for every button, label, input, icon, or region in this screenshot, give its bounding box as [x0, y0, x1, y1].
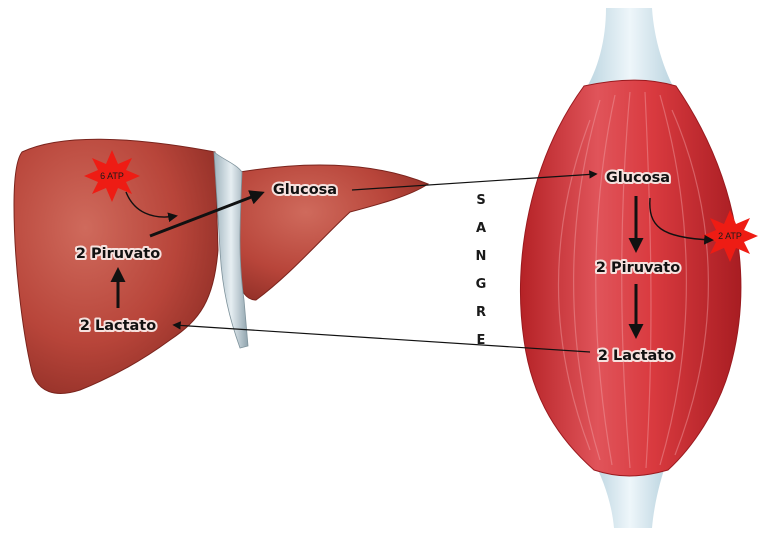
muscle-lactate-label: 2 Lactato — [598, 348, 674, 364]
muscle-glucose-label: Glucosa — [606, 170, 670, 186]
blood-letter-3: N — [476, 249, 487, 264]
blood-letter-6: E — [477, 333, 486, 348]
liver-organ — [14, 139, 428, 393]
liver-lactate-label: 2 Lactato — [80, 318, 156, 334]
liver-glucose-label: Glucosa — [273, 182, 337, 198]
liver-pyruvate-label: 2 Piruvato — [76, 246, 160, 262]
muscle-pyruvate-label: 2 Piruvato — [596, 260, 680, 276]
muscle-atp-label: 2 ATP — [718, 231, 742, 241]
blood-letter-5: R — [476, 305, 486, 320]
blood-letter-1: S — [476, 193, 485, 208]
blood-letter-2: A — [476, 221, 486, 236]
blood-vertical-label: S A N G R E — [476, 193, 487, 348]
muscle-top-tendon — [584, 8, 676, 92]
blood-letter-4: G — [476, 277, 487, 292]
liver-atp-label: 6 ATP — [100, 171, 124, 181]
